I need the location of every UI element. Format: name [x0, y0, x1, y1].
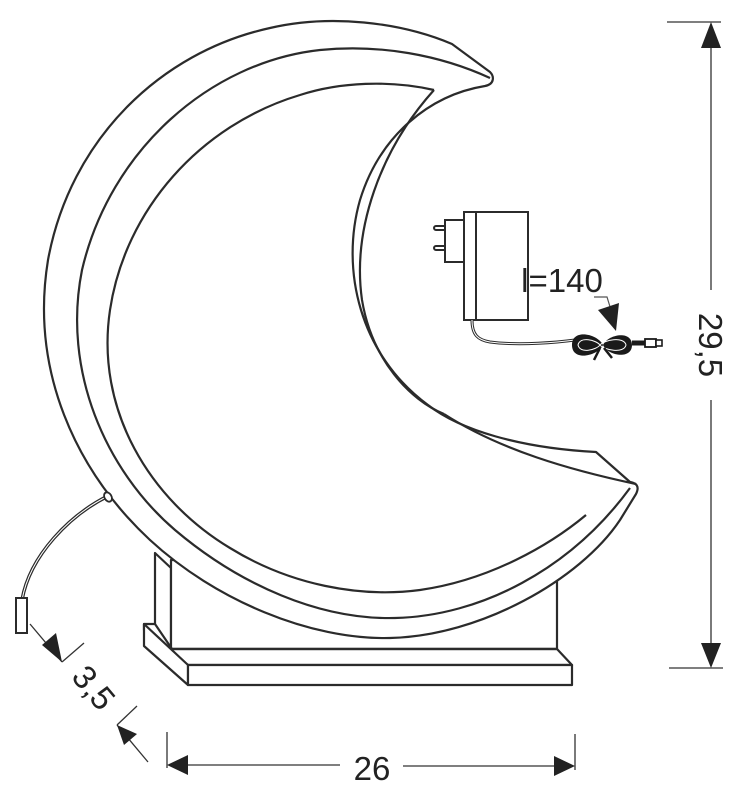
- inline-switch: [15, 597, 28, 634]
- power-adapter: [433, 211, 576, 346]
- height-label: 29,5: [692, 313, 729, 377]
- coiled-cable: [572, 334, 663, 361]
- depth-label: 3,5: [65, 658, 123, 717]
- depth-dimension: [29, 623, 149, 763]
- width-label: 26: [354, 750, 391, 787]
- switch-cable: [15, 491, 113, 634]
- cable-length-label: l=140: [521, 262, 603, 299]
- height-dimension: [667, 21, 723, 669]
- width-dimension: [166, 732, 576, 776]
- cable-length-annotation: l=140: [521, 262, 619, 331]
- moon-body: [42, 19, 639, 640]
